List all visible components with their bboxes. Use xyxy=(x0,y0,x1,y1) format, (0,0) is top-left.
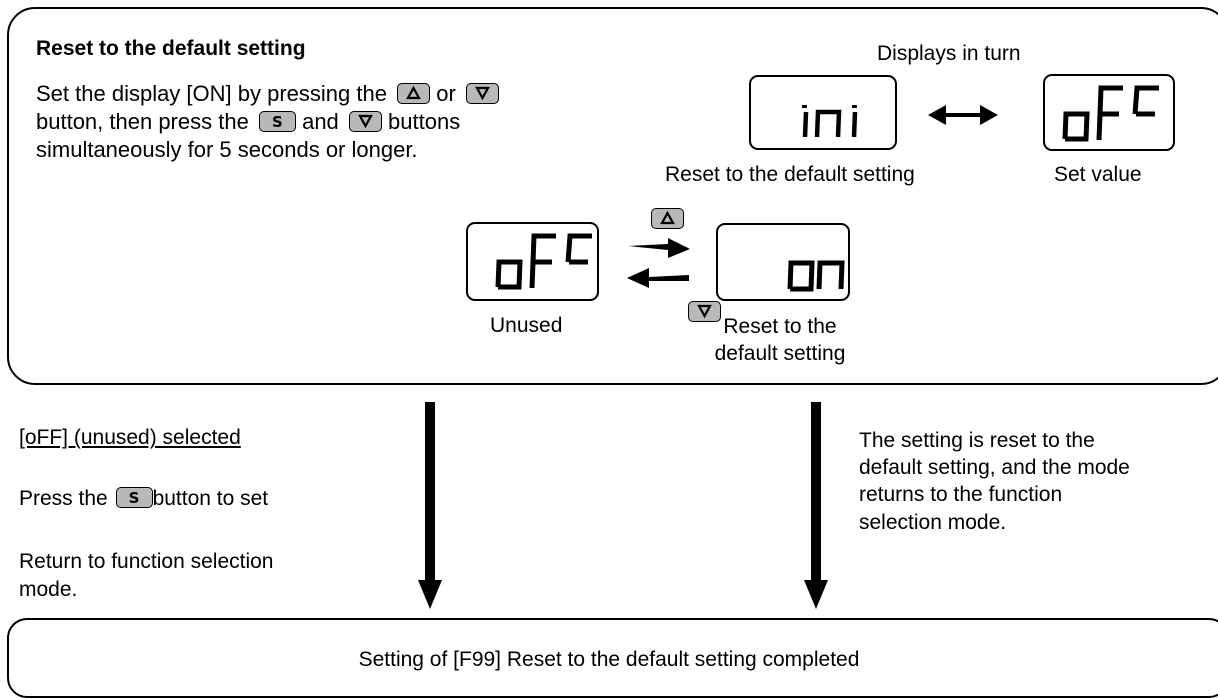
caption-unused: Unused xyxy=(490,314,563,337)
caption-reset-line-1: Reset to the xyxy=(723,315,837,338)
caption-ini: Reset to the default setting xyxy=(665,163,915,186)
lcd-display-ini xyxy=(749,75,897,150)
lcd-display-off-unused xyxy=(466,222,599,301)
instruction-line-3: simultaneously for 5 seconds or longer. xyxy=(36,137,418,162)
lcd-display-off-setvalue xyxy=(1043,74,1175,151)
s-button-icon: S xyxy=(115,487,153,508)
right-branch-line-2: default setting, and the mode xyxy=(859,456,1130,479)
lcd-text-off-unused xyxy=(495,233,592,290)
displays-in-turn-label: Displays in turn xyxy=(877,42,1021,65)
instruction-text: and xyxy=(302,109,339,134)
s-button-icon: S xyxy=(258,111,296,132)
right-branch-line-3: returns to the function xyxy=(859,483,1063,506)
instruction-text: buttons xyxy=(388,109,461,134)
instruction-text: or xyxy=(436,81,456,106)
down-arrow-icon xyxy=(418,402,442,609)
left-branch-press-text: Press the xyxy=(19,487,108,510)
top-panel xyxy=(7,7,1218,385)
s-button-label: S xyxy=(128,488,140,507)
left-branch-press-text: button to set xyxy=(152,487,269,510)
down-arrow-icon xyxy=(804,402,828,609)
panel-title: Reset to the default setting xyxy=(36,37,306,60)
bottom-panel-text: Setting of [F99] Reset to the default se… xyxy=(358,648,860,671)
double-arrow-icon xyxy=(928,105,998,125)
down-button-icon xyxy=(348,111,382,132)
instruction-text: button, then press the xyxy=(36,109,249,134)
lcd-display-on xyxy=(716,223,850,301)
left-arrow-icon xyxy=(627,268,689,288)
down-button-icon xyxy=(465,83,499,104)
s-button-label: S xyxy=(272,112,283,131)
left-branch-return-1: Return to function selection xyxy=(19,550,274,573)
instruction-line-2: button, then press the S and buttons xyxy=(36,109,460,135)
lcd-text-on xyxy=(787,260,845,292)
instruction-text: Set the display [ON] by pressing the xyxy=(36,81,387,106)
left-branch-return-2: mode. xyxy=(19,578,78,601)
lcd-text-off xyxy=(1062,85,1159,142)
right-arrow-icon xyxy=(628,238,690,258)
right-branch-line-4: selection mode. xyxy=(859,511,1007,534)
right-branch-line-1: The setting is reset to the xyxy=(859,429,1095,452)
caption-reset-line-2: default setting xyxy=(714,342,846,365)
down-button-icon xyxy=(688,301,722,322)
up-button-icon xyxy=(651,208,684,229)
up-button-icon xyxy=(397,83,431,104)
instruction-line-1: Set the display [ON] by pressing the or xyxy=(36,81,499,107)
lcd-text-ini xyxy=(802,105,858,138)
left-branch-press: Press the S button to set xyxy=(19,486,268,512)
caption-set-value: Set value xyxy=(1054,163,1142,186)
left-branch-heading: [oFF] (unused) selected xyxy=(19,426,241,449)
